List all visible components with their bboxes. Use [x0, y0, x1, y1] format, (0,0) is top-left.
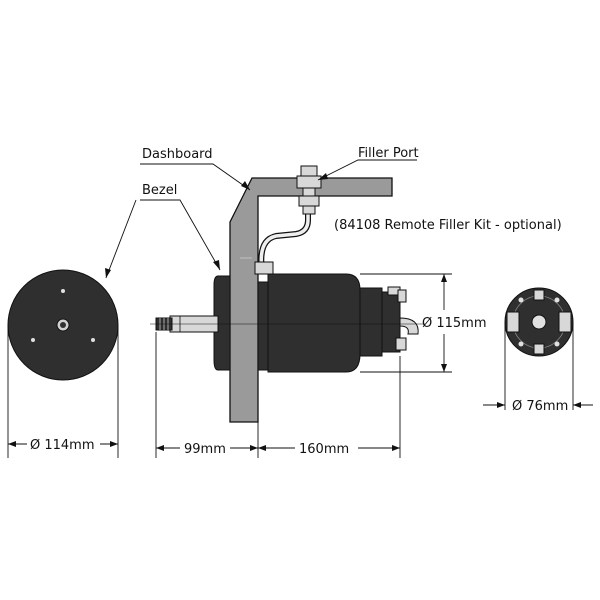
bezel-label: Bezel: [142, 183, 177, 198]
filler-port-label: Filler Port: [358, 146, 419, 161]
leader-lines: [105, 159, 417, 279]
remote-filler-kit-label: (84108 Remote Filler Kit - optional): [334, 218, 562, 233]
body-length-dim: 160mm: [299, 442, 349, 457]
shaft-length-dim: 99mm: [184, 442, 226, 457]
bezel-diameter-dim: Ø 114mm: [30, 438, 95, 453]
dimension-arrows: [8, 274, 593, 451]
rear-diameter-dim: Ø 76mm: [512, 399, 568, 414]
bezel-front-view: [7, 269, 119, 458]
body-diameter-dim: Ø 115mm: [422, 316, 487, 331]
dashboard-label: Dashboard: [142, 147, 213, 162]
helm-pump-side-view: [155, 212, 419, 373]
filler-port: [296, 165, 322, 215]
pump-rear-view: [504, 287, 574, 410]
